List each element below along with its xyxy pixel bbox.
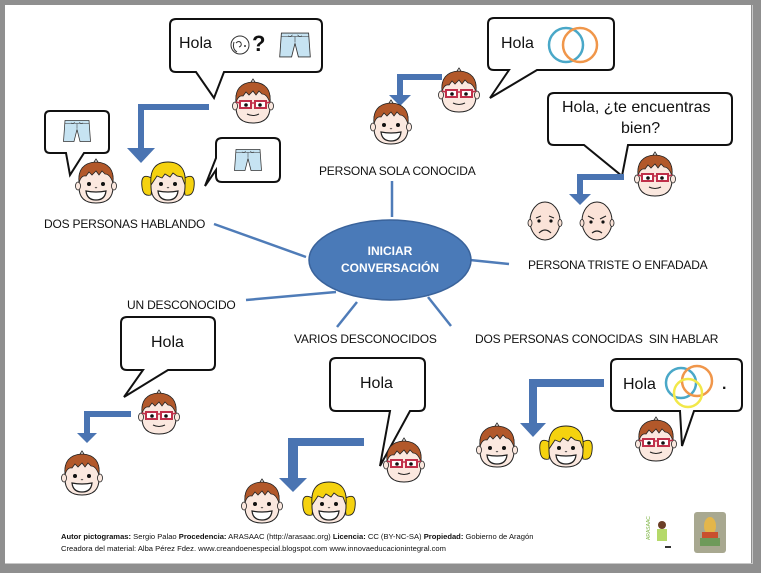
question-mark: ?	[252, 31, 266, 56]
speech-bubble-shorts-left	[44, 110, 110, 178]
ear-question-icon	[230, 35, 250, 55]
credit-value: CC (BY-NC-SA)	[365, 532, 424, 541]
center-label-line1: INICIAR	[367, 244, 413, 258]
speech-bubble-un-desconocido	[120, 316, 216, 398]
connector-varios-desconocidos	[336, 301, 358, 328]
credit-value: Gobierno de Aragón	[463, 532, 534, 541]
center-node-label: INICIAR CONVERSACIÓN	[330, 243, 450, 277]
sad-face-icon	[527, 201, 563, 241]
branch-label-dos-personas-hablando[interactable]: DOS PERSONAS HABLANDO	[44, 217, 206, 231]
boy-glasses-icon	[233, 79, 274, 123]
credits-line1: Autor pictogramas: Sergio Palao Proceden…	[61, 532, 533, 542]
credit-label: Licencia:	[332, 532, 366, 541]
speech-bubble-shorts-right	[204, 137, 281, 187]
branch-label-persona-sola-conocida[interactable]: PERSONA SOLA CONOCIDA	[319, 164, 476, 178]
speech-period: .	[722, 376, 727, 393]
credit-label: Autor pictogramas:	[61, 532, 132, 541]
arasaac-logo: ARASAAC	[644, 515, 672, 553]
boy-smiling-icon	[76, 159, 117, 203]
credits-line2: Creadora del material: Alba Pérez Fdez. …	[61, 544, 446, 553]
angry-face-icon	[579, 201, 615, 241]
girl-smiling-icon	[302, 481, 356, 524]
arrow-un-desconocido	[77, 411, 131, 443]
speech-bubble-persona-sola	[487, 17, 615, 99]
boy-glasses-icon	[439, 68, 480, 112]
center-node[interactable]	[308, 219, 472, 301]
arrow-dos-personas	[127, 104, 209, 163]
join-circles-icon	[547, 26, 599, 64]
speech-text: Hola	[360, 375, 393, 392]
credit-label: Procedencia:	[178, 532, 227, 541]
connector-dos-personas-hablando	[213, 222, 307, 259]
arrow-varios-desconocidos	[279, 438, 364, 492]
arrow-persona-sola	[389, 74, 442, 106]
center-label-line2: CONVERSACIÓN	[340, 261, 439, 275]
svg-text:ARASAAC: ARASAAC	[646, 516, 652, 540]
branch-label-dos-personas-sin-hablar[interactable]: DOS PERSONAS CONOCIDAS SIN HABLAR	[475, 332, 719, 346]
speech-text: Hola, ¿te encuentras	[562, 99, 711, 116]
three-circles-icon	[664, 364, 714, 409]
credit-value: ARASAAC (http://arasaac.org)	[226, 532, 333, 541]
boy-smiling-icon	[371, 100, 412, 144]
speech-text: bien?	[621, 120, 661, 137]
speech-bubble-dos-personas-sin-hablar	[610, 358, 743, 447]
speech-text: Hola	[501, 35, 534, 52]
arrow-dos-personas-sin-hablar	[520, 379, 604, 437]
girl-smiling-icon	[141, 161, 195, 204]
creando-en-especial-logo	[694, 512, 726, 553]
credit-label: Propiedad:	[423, 532, 464, 541]
boy-glasses-icon	[139, 390, 180, 434]
speech-text: Hola	[179, 35, 212, 52]
boy-glasses-icon	[636, 417, 677, 461]
branch-label-un-desconocido[interactable]: UN DESCONOCIDO	[127, 298, 236, 312]
connector-lines	[213, 181, 510, 328]
boy-glasses-icon	[635, 152, 676, 196]
speech-bubble-persona-triste	[547, 92, 733, 178]
speech-bubble-dos-personas	[169, 18, 323, 101]
branch-label-varios-desconocidos[interactable]: VARIOS DESCONOCIDOS	[294, 332, 437, 346]
boy-smiling-icon	[477, 423, 518, 467]
credit-value: Sergio Palao	[131, 532, 179, 541]
speech-text: Hola	[623, 376, 656, 393]
boy-smiling-icon	[242, 479, 283, 523]
arrow-persona-triste	[569, 174, 624, 205]
connector-dos-personas-sin-hablar	[427, 296, 452, 327]
branch-label-persona-triste[interactable]: PERSONA TRISTE O ENFADADA	[528, 258, 708, 272]
speech-text: Hola	[151, 334, 184, 351]
connector-un-desconocido	[245, 290, 337, 302]
girl-smiling-icon	[539, 425, 593, 468]
connector-persona-triste	[469, 258, 510, 266]
speech-bubble-varios-desconocidos	[329, 357, 426, 467]
boy-smiling-icon	[62, 451, 103, 495]
